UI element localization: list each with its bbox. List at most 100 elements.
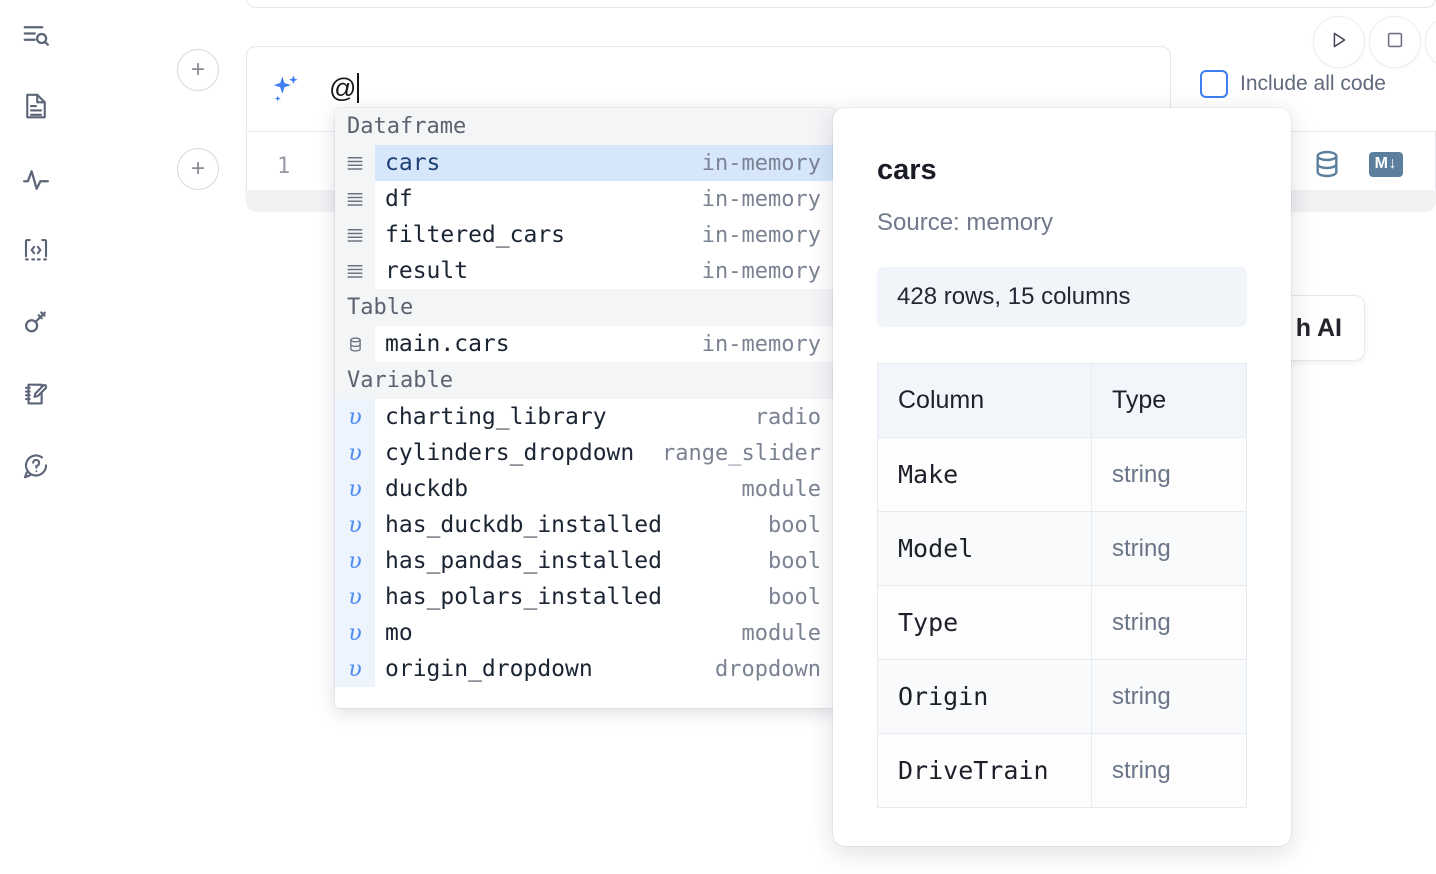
autocomplete-item-label: origin_dropdown (385, 656, 593, 682)
autocomplete-dropdown[interactable]: Dataframecarsin-memorydfin-memoryfiltere… (335, 108, 835, 708)
autocomplete-item[interactable]: filtered_cars in-memory (335, 217, 835, 253)
autocomplete-item-type: radio (741, 405, 821, 430)
cell-above-fragment (246, 0, 1436, 8)
stop-square-icon (1384, 29, 1406, 56)
doc-row-column-count: 428 rows, 15 columns (877, 267, 1247, 327)
schema-column-type: string (1092, 512, 1247, 586)
sidebar-item-secrets[interactable] (12, 300, 60, 348)
sidebar-item-scratchpad[interactable] (12, 372, 60, 420)
autocomplete-item[interactable]: υhas_duckdb_installedbool (335, 507, 835, 543)
autocomplete-item-label: result (385, 258, 468, 284)
schema-column-type: string (1092, 734, 1247, 808)
stop-cell-button[interactable] (1369, 16, 1421, 68)
autocomplete-item[interactable]: result in-memory (335, 253, 835, 289)
add-cell-button-bottom[interactable]: + (177, 148, 219, 190)
schema-table-row: Modelstring (878, 512, 1247, 586)
autocomplete-item[interactable]: υ origin_dropdown dropdown (335, 651, 835, 687)
autocomplete-item[interactable]: main.carsin-memory (335, 326, 835, 362)
autocomplete-item-label: has_pandas_installed (385, 548, 662, 574)
schema-column-type: string (1092, 438, 1247, 512)
dataframe-icon (335, 181, 375, 217)
variable-icon: υ (335, 543, 375, 579)
autocomplete-item-label: charting_library (385, 404, 607, 430)
schema-table-row: Originstring (878, 660, 1247, 734)
more-actions-button[interactable] (1425, 16, 1436, 68)
include-all-code-checkbox[interactable] (1200, 70, 1228, 98)
dataframe-icon (335, 217, 375, 253)
variable-icon: υ (335, 435, 375, 471)
activity-icon (21, 165, 51, 200)
autocomplete-group-header: Table (335, 289, 835, 326)
sparkles-icon (269, 72, 303, 106)
autocomplete-group-header: Dataframe (335, 108, 835, 145)
add-cell-button-top[interactable]: + (177, 49, 219, 91)
autocomplete-item[interactable]: υmomodule (335, 615, 835, 651)
ai-prompt-input[interactable]: @ (329, 73, 359, 104)
sidebar-item-file-explorer[interactable] (12, 84, 60, 132)
include-all-code-row[interactable]: Include all code (1200, 70, 1386, 98)
autocomplete-item-type: in-memory (688, 259, 821, 284)
variable-icon: υ (335, 651, 375, 687)
markdown-badge-letter: M (1375, 155, 1389, 172)
autocomplete-item-type: dropdown (701, 657, 821, 682)
autocomplete-item[interactable]: υ charting_library radio (335, 399, 835, 435)
schema-table: Column Type MakestringModelstringTypestr… (877, 363, 1247, 808)
autocomplete-item[interactable]: υ has_pandas_installed bool (335, 543, 835, 579)
autocomplete-item-label: cylinders_dropdown (385, 440, 634, 466)
autocomplete-item-type: in-memory (688, 332, 821, 357)
autocomplete-group-header: Variable (335, 362, 835, 399)
markdown-badge-arrow: ↓ (1389, 155, 1398, 172)
sidebar-item-snippets[interactable] (12, 228, 60, 276)
dataframe-icon (335, 145, 375, 181)
ai-prompt-value: @ (329, 73, 356, 103)
autocomplete-item[interactable]: cars in-memory (335, 145, 835, 181)
autocomplete-item-type: in-memory (688, 151, 821, 176)
autocomplete-item-type: in-memory (688, 223, 821, 248)
play-icon (1328, 29, 1350, 56)
markdown-icon[interactable]: M↓ (1369, 152, 1403, 177)
dataframe-icon (335, 253, 375, 289)
autocomplete-item-label: cars (385, 150, 440, 176)
autocomplete-item-label: mo (385, 620, 413, 646)
schema-header-column: Column (878, 364, 1092, 438)
schema-table-row: Makestring (878, 438, 1247, 512)
sidebar-item-help[interactable] (12, 444, 60, 492)
autocomplete-item-label: filtered_cars (385, 222, 565, 248)
variable-icon: υ (335, 399, 375, 435)
autocomplete-item-label: duckdb (385, 476, 468, 502)
autocomplete-item[interactable]: υcylinders_dropdownrange_slider (335, 435, 835, 471)
schema-column-type: string (1092, 586, 1247, 660)
doc-source: Source: memory (877, 209, 1247, 237)
secrets-key-icon (21, 307, 51, 342)
database-icon[interactable] (1311, 148, 1343, 180)
autocomplete-item-type: bool (754, 549, 821, 574)
schema-table-row: Typestring (878, 586, 1247, 660)
variable-icon: υ (335, 615, 375, 651)
help-icon (21, 451, 51, 486)
snippets-icon (21, 235, 51, 270)
sidebar-item-activity[interactable] (12, 158, 60, 206)
schema-header-type: Type (1092, 364, 1247, 438)
variable-icon: υ (335, 507, 375, 543)
outline-search-icon (21, 21, 51, 56)
autocomplete-item[interactable]: υhas_polars_installedbool (335, 579, 835, 615)
schema-column-name: Make (878, 438, 1092, 512)
schema-table-row: DriveTrainstring (878, 734, 1247, 808)
autocomplete-item-type: bool (754, 513, 821, 538)
schema-column-name: DriveTrain (878, 734, 1092, 808)
scratchpad-icon (21, 379, 51, 414)
autocomplete-item-type: bool (754, 585, 821, 610)
autocomplete-item[interactable]: υduckdbmodule (335, 471, 835, 507)
documentation-panel: cars Source: memory 428 rows, 15 columns… (833, 108, 1291, 846)
run-cell-button[interactable] (1313, 16, 1365, 68)
schema-column-name: Type (878, 586, 1092, 660)
autocomplete-item-type: module (728, 477, 821, 502)
autocomplete-item[interactable]: dfin-memory (335, 181, 835, 217)
autocomplete-item-label: df (385, 186, 413, 212)
left-icon-rail (0, 0, 72, 874)
database-icon (335, 326, 375, 362)
line-number: 1 (277, 154, 290, 179)
sidebar-item-outline-search[interactable] (12, 14, 60, 62)
variable-icon: υ (335, 579, 375, 615)
